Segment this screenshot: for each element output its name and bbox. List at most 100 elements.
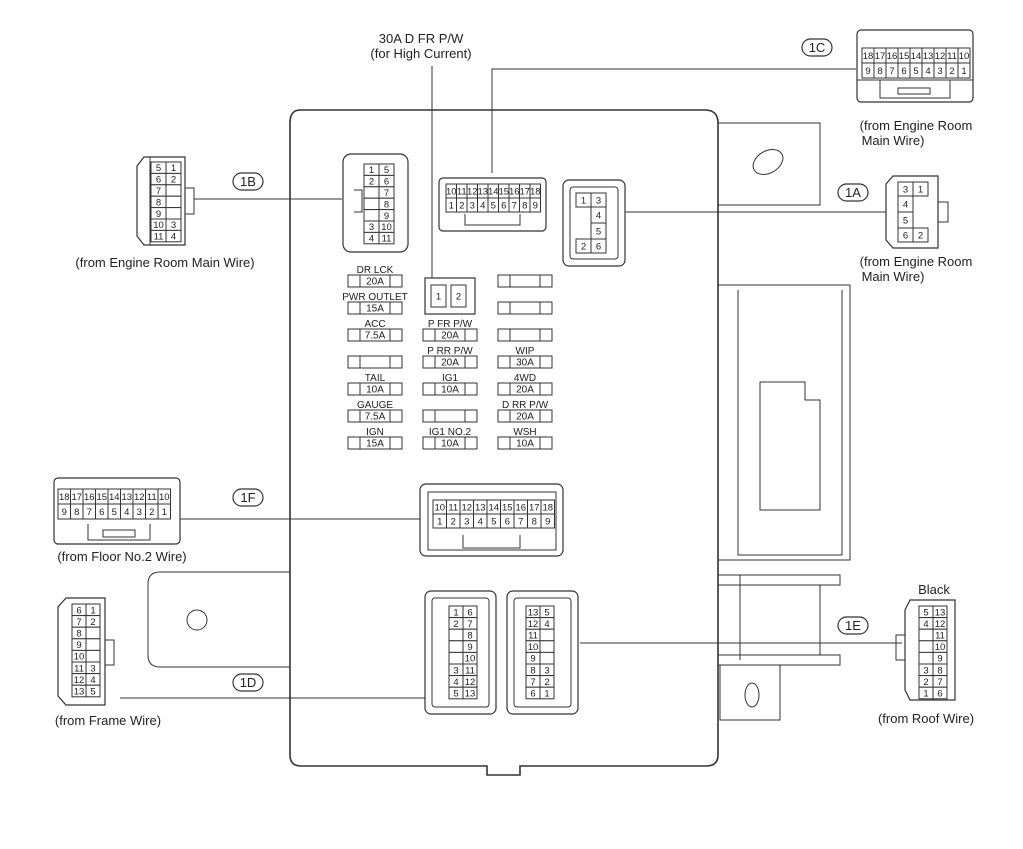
svg-text:P FR P/W: P FR P/W <box>428 319 473 330</box>
svg-text:6: 6 <box>596 242 601 253</box>
pin-1d-int <box>448 651 464 665</box>
svg-text:10: 10 <box>465 654 476 665</box>
svg-text:13: 13 <box>465 689 476 700</box>
svg-text:1: 1 <box>436 292 441 303</box>
pin-1f-ext: 12 <box>132 488 146 505</box>
svg-text:14: 14 <box>109 492 120 503</box>
pin-1a-int: 6 <box>590 238 607 254</box>
svg-text:1C: 1C <box>809 40 826 55</box>
relay-pin: 2 <box>450 284 467 308</box>
pin-1a-ext: 1 <box>912 181 929 197</box>
pin-1e-ext: 5 <box>918 605 934 618</box>
pin-1a-ext: 4 <box>897 195 914 213</box>
pin-1e-int: 6 <box>525 686 541 700</box>
pin-1c-int: 7 <box>508 197 520 213</box>
svg-text:8: 8 <box>384 199 389 210</box>
svg-text:GAUGE: GAUGE <box>357 400 393 411</box>
svg-text:11: 11 <box>147 492 157 503</box>
pin-1d-ext: 8 <box>71 626 87 640</box>
svg-text:20A: 20A <box>366 277 384 288</box>
pin-1d-ext: 12 <box>71 673 87 686</box>
pin-1c-ext: 1 <box>957 62 971 79</box>
pin-1d-int: 9 <box>462 640 478 653</box>
svg-text:14: 14 <box>488 187 499 198</box>
svg-text:2: 2 <box>918 231 923 242</box>
pin-1d-ext: 2 <box>85 615 101 628</box>
svg-text:17: 17 <box>519 187 530 198</box>
svg-text:11: 11 <box>457 187 467 198</box>
fuse-right <box>497 274 553 288</box>
pin-1d-ext: 10 <box>71 649 87 663</box>
pin-1f-int: 10 <box>432 499 447 515</box>
pin-1d-int <box>448 628 464 642</box>
source-label-1d: (from Frame Wire) <box>55 713 161 728</box>
svg-text:11: 11 <box>935 631 945 642</box>
source-label-1a-line1: (from Engine Room <box>860 254 973 269</box>
pin-1f-int: 13 <box>473 499 488 515</box>
svg-text:3: 3 <box>596 196 601 207</box>
pin-1e-int: 11 <box>525 628 541 642</box>
pin-1d-ext: 5 <box>85 684 101 698</box>
svg-text:15: 15 <box>502 503 513 514</box>
pin-1e-ext: 4 <box>918 617 934 630</box>
pin-1b-int <box>363 209 380 222</box>
svg-text:1B: 1B <box>240 174 256 189</box>
pin-1c-ext: 8 <box>873 62 887 79</box>
svg-text:17: 17 <box>529 503 540 514</box>
svg-text:2: 2 <box>456 292 461 303</box>
source-label-1e: (from Roof Wire) <box>878 711 974 726</box>
svg-text:2: 2 <box>453 619 458 630</box>
source-label-1a-line2: Main Wire) <box>862 269 925 284</box>
pin-1e-int <box>539 651 555 665</box>
svg-text:WSH: WSH <box>513 427 536 438</box>
pin-1b-ext: 10 <box>150 218 167 231</box>
svg-text:18: 18 <box>863 51 874 62</box>
svg-text:30A: 30A <box>516 358 534 369</box>
svg-text:WIP: WIP <box>516 346 535 357</box>
svg-text:6: 6 <box>901 66 906 77</box>
svg-text:11: 11 <box>448 503 458 514</box>
pin-1f-ext: 16 <box>82 488 96 505</box>
svg-text:1: 1 <box>162 507 167 518</box>
svg-text:IG1: IG1 <box>442 373 459 384</box>
svg-text:16: 16 <box>887 51 898 62</box>
pin-1d-int: 6 <box>462 605 478 618</box>
pin-1f-ext: 6 <box>95 503 109 520</box>
svg-text:IGN: IGN <box>366 427 384 438</box>
svg-text:9: 9 <box>545 517 550 528</box>
svg-text:4: 4 <box>171 232 176 243</box>
pin-1d-ext: 3 <box>85 661 101 674</box>
svg-text:3: 3 <box>470 201 475 212</box>
pin-1e-ext: 2 <box>918 675 934 688</box>
pin-1d-ext <box>85 649 101 663</box>
svg-text:7: 7 <box>889 66 894 77</box>
svg-text:8: 8 <box>937 665 942 676</box>
svg-text:4: 4 <box>925 66 930 77</box>
pin-1c-int: 6 <box>498 197 510 213</box>
svg-text:2: 2 <box>949 66 954 77</box>
svg-text:5: 5 <box>384 165 389 176</box>
high-current-sublabel: (for High Current) <box>370 46 471 61</box>
pin-1b-int: 7 <box>378 186 395 199</box>
svg-text:1: 1 <box>437 517 442 528</box>
svg-text:8: 8 <box>530 665 535 676</box>
svg-text:10A: 10A <box>366 385 384 396</box>
pin-1a-ext: 5 <box>897 211 914 229</box>
svg-text:6: 6 <box>505 517 510 528</box>
svg-text:10: 10 <box>935 642 946 653</box>
svg-text:9: 9 <box>384 211 389 222</box>
svg-text:15A: 15A <box>366 304 384 315</box>
svg-text:14: 14 <box>488 503 499 514</box>
svg-text:15A: 15A <box>366 439 384 450</box>
pin-1c-int: 17 <box>519 183 531 199</box>
pin-1d-int: 1 <box>448 605 464 618</box>
svg-text:12: 12 <box>528 619 539 630</box>
